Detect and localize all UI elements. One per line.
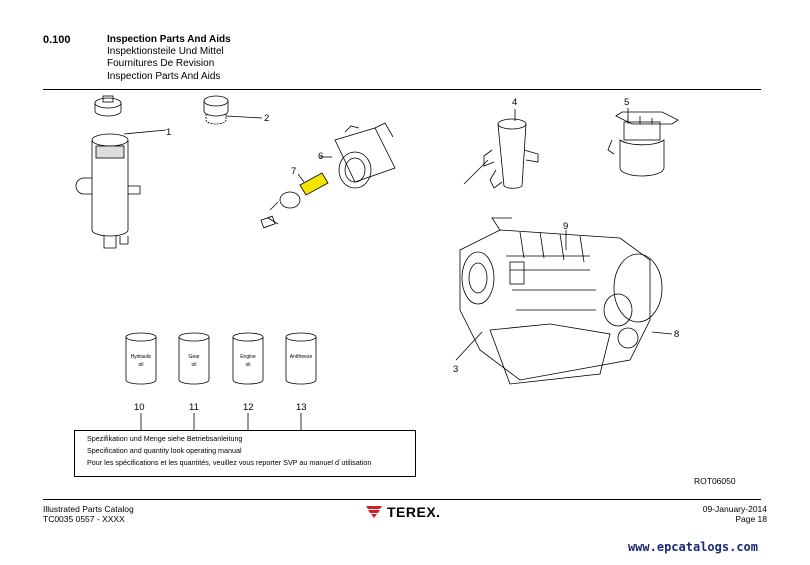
notes-box: Spezifikation und Menge siehe Betriebsan…	[74, 430, 416, 477]
svg-text:Antifreeze: Antifreeze	[290, 354, 313, 360]
page-number: Page 18	[735, 514, 767, 524]
callout-13: 13	[296, 402, 307, 413]
header-rule	[43, 89, 761, 90]
svg-text:oil: oil	[191, 362, 196, 368]
footer-date: 09-January-2014	[702, 504, 767, 514]
catalog-name: Illustrated Parts Catalog	[43, 504, 134, 514]
water-separator	[607, 111, 679, 177]
engine-illustration	[459, 217, 663, 385]
callout-9: 9	[563, 221, 568, 232]
svg-text:Hydraulic: Hydraulic	[131, 354, 152, 360]
footer-right: 09-January-2014 Page 18	[703, 504, 767, 524]
note-en: Specification and quantity look operatin…	[87, 446, 242, 455]
callout-3: 3	[453, 364, 458, 375]
callout-2: 2	[264, 113, 269, 124]
section-titles: Inspection Parts And Aids Inspektionstei…	[107, 34, 231, 83]
title-en: Inspection Parts And Aids	[107, 34, 231, 45]
callout-11: 11	[189, 402, 199, 413]
oil-cans	[125, 332, 317, 385]
footer-left: Illustrated Parts Catalog TC0035 0557 - …	[43, 504, 134, 524]
breather-plug	[203, 95, 229, 125]
title-fr: Fournitures De Revision	[107, 58, 215, 70]
callout-6: 6	[318, 151, 323, 162]
callout-numbers: 1 2 3 4 5 6 7 8 9 10 11 12 13	[134, 97, 679, 413]
can-labels: Hydraulic oil Gear oil Engine oil Antifr…	[131, 354, 313, 368]
air-filter-assembly	[260, 122, 396, 229]
terex-logo: TEREX.	[365, 504, 441, 520]
callout-5: 5	[624, 97, 629, 108]
footer-rule	[43, 499, 761, 500]
figure-code: ROT06050	[694, 476, 736, 486]
callout-10: 10	[134, 402, 145, 413]
svg-text:oil: oil	[138, 362, 143, 368]
fuel-filter	[463, 118, 539, 189]
title-en-2: Inspection Parts And Aids	[107, 70, 221, 82]
callout-4: 4	[512, 97, 517, 108]
note-de: Spezifikation und Menge siehe Betriebsan…	[87, 434, 243, 443]
svg-text:Gear: Gear	[188, 354, 199, 360]
callout-12: 12	[243, 402, 254, 413]
callout-1: 1	[166, 127, 171, 138]
section-number: 0.100	[43, 34, 71, 46]
callout-7: 7	[291, 166, 296, 177]
note-fr: Pour les spécifications et les quantités…	[87, 458, 372, 467]
svg-text:Engine: Engine	[240, 354, 256, 360]
svg-text:oil: oil	[245, 362, 250, 368]
catalog-code: TC0035 0557 - XXXX	[43, 514, 125, 524]
callout-8: 8	[674, 329, 679, 340]
logo-text: TEREX.	[387, 504, 441, 520]
hydraulic-filter-housing	[75, 95, 141, 249]
title-de: Inspektionsteile Und Mittel	[107, 46, 224, 58]
terex-logo-icon	[366, 506, 382, 518]
watermark: www.epcatalogs.com	[627, 540, 758, 554]
